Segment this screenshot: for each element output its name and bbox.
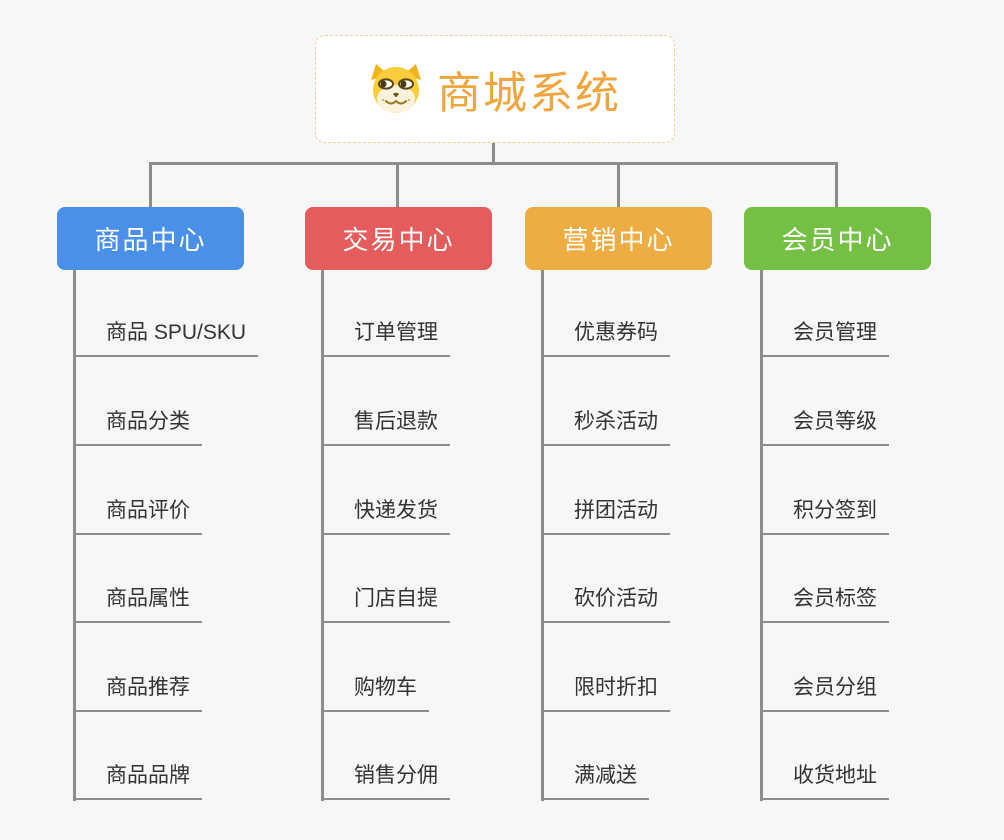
branch-header-trade[interactable]: 交易中心 xyxy=(305,207,492,270)
leaf-node[interactable]: 会员等级 xyxy=(760,408,889,446)
leaf-node[interactable]: 商品 SPU/SKU xyxy=(73,319,259,357)
branch-products: 商品中心 商品 SPU/SKU 商品分类 商品评价 商品属性 商品推荐 商品品牌 xyxy=(57,0,259,840)
leaf-node[interactable]: 积分签到 xyxy=(760,497,889,535)
leaf-node[interactable]: 购物车 xyxy=(321,674,429,712)
leaf-node[interactable]: 收货地址 xyxy=(760,762,889,800)
connector-drop-trade xyxy=(396,162,399,208)
branch-trade: 交易中心 订单管理 售后退款 快递发货 门店自提 购物车 销售分佣 xyxy=(305,0,492,840)
leaf-node[interactable]: 优惠券码 xyxy=(541,319,670,357)
leaf-node[interactable]: 快递发货 xyxy=(321,497,450,535)
branch-members: 会员中心 会员管理 会员等级 积分签到 会员标签 会员分组 收货地址 xyxy=(744,0,931,840)
leaf-node[interactable]: 会员管理 xyxy=(760,319,889,357)
branch-spine-line xyxy=(541,270,544,801)
branch-header-products[interactable]: 商品中心 xyxy=(57,207,244,270)
leaf-node[interactable]: 订单管理 xyxy=(321,319,450,357)
leaf-node[interactable]: 商品评价 xyxy=(73,497,202,535)
leaf-node[interactable]: 满减送 xyxy=(541,762,649,800)
leaf-node[interactable]: 会员分组 xyxy=(760,674,889,712)
leaf-node[interactable]: 商品属性 xyxy=(73,585,202,623)
connector-rail xyxy=(149,162,838,165)
branch-header-marketing[interactable]: 营销中心 xyxy=(525,207,712,270)
leaf-node[interactable]: 限时折扣 xyxy=(541,674,670,712)
leaf-node[interactable]: 秒杀活动 xyxy=(541,408,670,446)
branch-spine-line xyxy=(760,270,763,801)
leaf-node[interactable]: 商品品牌 xyxy=(73,762,202,800)
connector-drop-members xyxy=(835,162,838,208)
leaf-node[interactable]: 门店自提 xyxy=(321,585,450,623)
connector-drop-products xyxy=(149,162,152,208)
root-title: 商城系统 xyxy=(437,69,621,118)
root-node[interactable]: 商城系统 xyxy=(315,35,675,143)
leaf-node[interactable]: 拼团活动 xyxy=(541,497,670,535)
leaf-node[interactable]: 会员标签 xyxy=(760,585,889,623)
branch-spine-line xyxy=(73,270,76,801)
branch-header-members[interactable]: 会员中心 xyxy=(744,207,931,270)
connector-drop-marketing xyxy=(617,162,620,208)
leaf-node[interactable]: 售后退款 xyxy=(321,408,450,446)
branch-spine-line xyxy=(321,270,324,801)
leaf-node[interactable]: 商品分类 xyxy=(73,408,202,446)
leaf-node[interactable]: 销售分佣 xyxy=(321,762,450,800)
leaf-node[interactable]: 砍价活动 xyxy=(541,585,670,623)
branch-marketing: 营销中心 优惠券码 秒杀活动 拼团活动 砍价活动 限时折扣 满减送 xyxy=(525,0,712,840)
connector-root-stem xyxy=(492,143,495,165)
leaf-node[interactable]: 商品推荐 xyxy=(73,674,202,712)
doge-icon xyxy=(371,64,421,113)
